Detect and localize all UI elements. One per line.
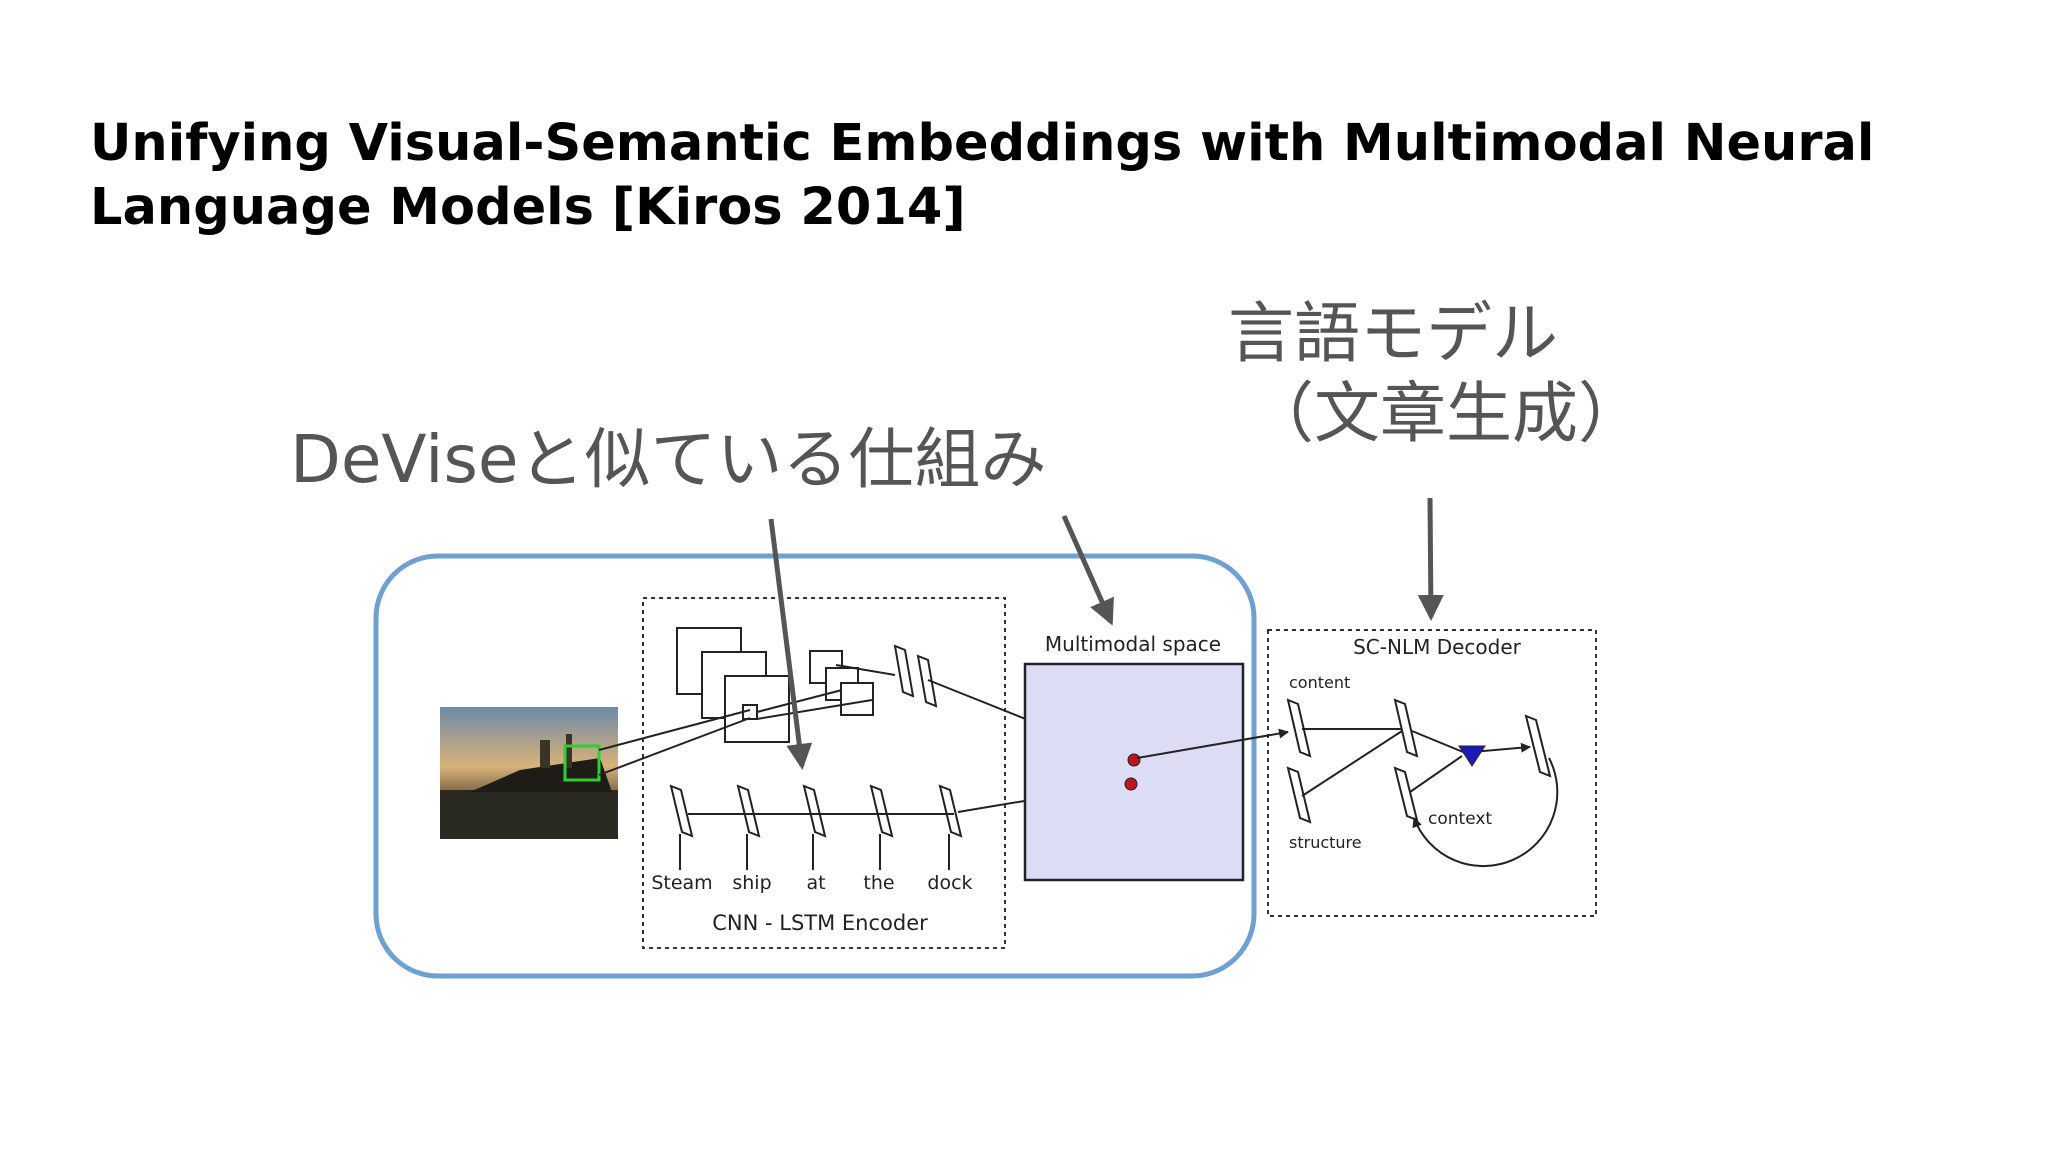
callout-arrows <box>768 497 1444 770</box>
detection-box <box>563 744 601 782</box>
sentence-embedding-point <box>1124 777 1138 791</box>
image-embedding-point <box>1127 753 1141 767</box>
language-model-callout-line-1: 言語モデル <box>1228 295 1558 372</box>
word-label: ship <box>732 872 771 894</box>
cnn-layers <box>676 627 938 743</box>
context-label: context <box>1428 809 1492 829</box>
word-labels: Steam ship at the dock <box>651 872 972 894</box>
devise-arrow-2 <box>1061 514 1114 626</box>
decoder-units <box>1286 698 1552 824</box>
slide-title: Unifying Visual-Semantic Embeddings with… <box>90 112 1970 240</box>
highlight-box <box>373 553 1257 979</box>
devise-arrow-1 <box>768 518 813 770</box>
structure-label: structure <box>1289 833 1362 852</box>
word-label: the <box>863 872 894 894</box>
multimodal-space-box <box>1023 662 1245 882</box>
encoder-box <box>642 597 1006 949</box>
word-label: dock <box>927 872 972 894</box>
encoder-label: CNN - LSTM Encoder <box>712 911 928 935</box>
title-line-1: Unifying Visual-Semantic Embeddings with… <box>90 114 1875 173</box>
word-label: Steam <box>651 872 712 894</box>
input-image <box>440 707 618 839</box>
word-label: at <box>806 872 825 894</box>
decoder-box <box>1267 629 1597 917</box>
devise-callout: DeViseと似ている仕組み <box>290 421 1047 498</box>
multimodal-space-label: Multimodal space <box>1045 632 1221 656</box>
decoder-label: SC-NLM Decoder <box>1353 635 1522 659</box>
lstm-units <box>669 784 963 838</box>
title-line-2: Language Models [Kiros 2014] <box>90 178 966 237</box>
language-model-callout-line-2: （文章生成） <box>1248 375 1644 452</box>
content-label: content <box>1289 673 1350 692</box>
context-triangle <box>1458 745 1486 767</box>
language-model-arrow <box>1417 497 1444 621</box>
decoder-connections <box>1136 728 1559 868</box>
